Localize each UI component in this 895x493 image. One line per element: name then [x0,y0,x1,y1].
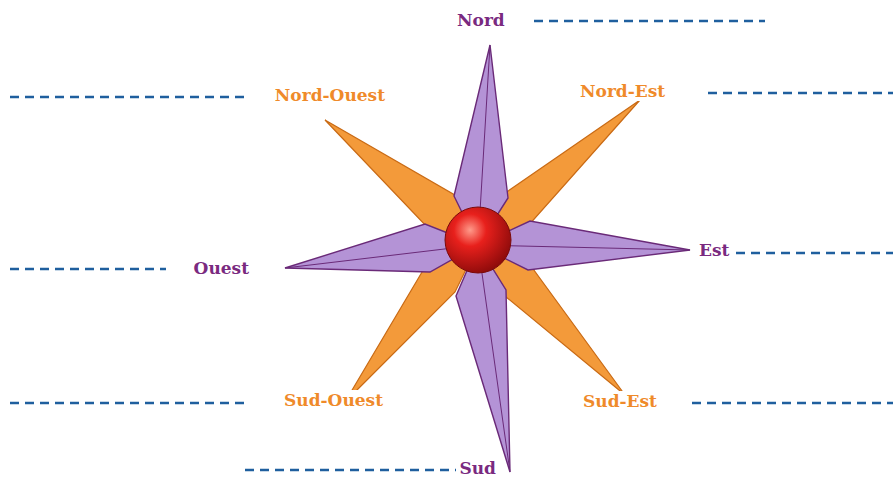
direction-label: Sud-Est [581,391,659,411]
direction-label: Nord-Est [578,81,667,101]
direction-label: Ouest [192,258,251,278]
direction-label: Nord [455,10,507,30]
direction-label: Nord-Ouest [273,85,387,105]
direction-label: Sud-Ouest [282,390,385,410]
answer-lines [10,21,893,470]
center-sphere [445,207,511,273]
direction-label: Est [697,240,731,260]
direction-label: Sud [457,458,498,478]
